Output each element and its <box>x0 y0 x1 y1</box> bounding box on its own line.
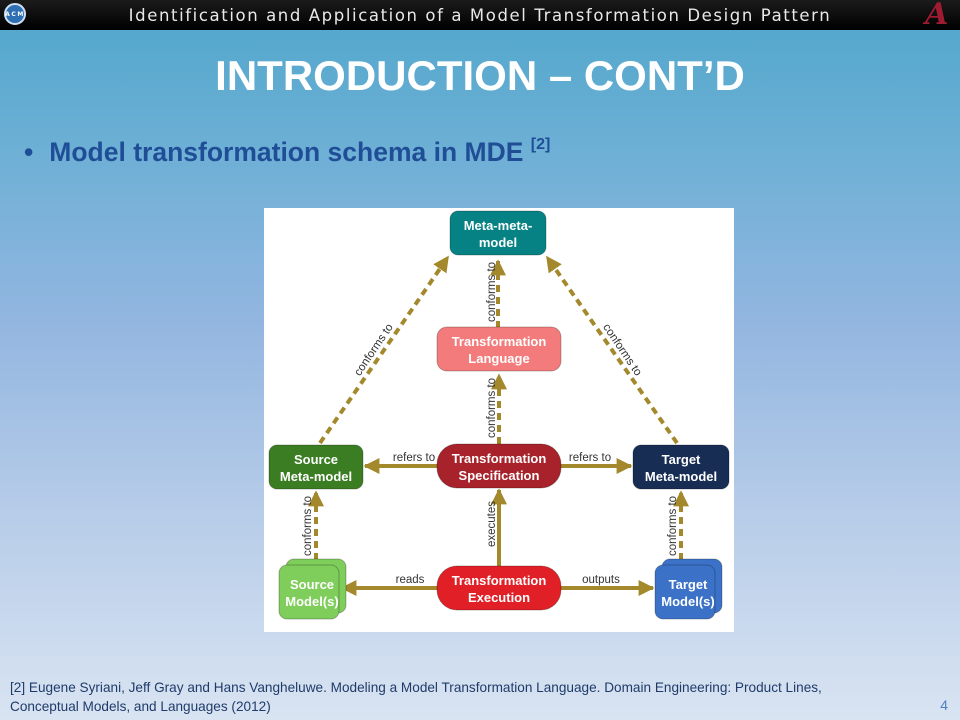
node-label: Meta-meta-model <box>464 218 533 250</box>
page-number: 4 <box>940 697 948 713</box>
acm-logo-icon: ACM <box>4 3 26 25</box>
label-conforms-to-srcmeta: conforms to <box>352 322 396 379</box>
label-conforms-to-tgtmeta: conforms to <box>600 322 644 379</box>
bullet-text: Model transformation schema in MDE <box>49 137 531 167</box>
header-bar: ACM Identification and Application of a … <box>0 0 960 32</box>
bullet-citation: [2] <box>530 136 551 153</box>
presentation-title: Identification and Application of a Mode… <box>128 5 832 25</box>
label-reads: reads <box>396 574 425 586</box>
label-conforms-to-spec: conforms to <box>486 378 498 438</box>
node-meta-meta-model: Meta-meta-model <box>449 210 547 256</box>
reference-footer: [2] Eugene Syriani, Jeff Gray and Hans V… <box>10 678 890 716</box>
label-outputs: outputs <box>582 574 620 586</box>
alabama-logo-icon: A <box>925 0 950 32</box>
reference-line-1: [2] Eugene Syriani, Jeff Gray and Hans V… <box>10 680 822 695</box>
bullet-icon: • <box>24 137 34 167</box>
slide-title: INTRODUCTION – CONT’D <box>215 52 745 99</box>
label-executes: executes <box>486 501 498 547</box>
reference-line-2: Conceptual Models, and Languages (2012) <box>10 699 271 714</box>
edge-tgtmeta-to-metameta <box>545 255 679 445</box>
label-conforms-to-tgtmodels: conforms to <box>667 496 679 556</box>
bullet-item: • Model transformation schema in MDE [2] <box>24 136 550 168</box>
label-refers-to-tgt: refers to <box>569 452 611 464</box>
label-conforms-to-srcmodels: conforms to <box>302 496 314 556</box>
edge-srcmeta-to-metameta <box>318 255 450 445</box>
label-refers-to-src: refers to <box>393 452 435 464</box>
label-conforms-to-lang: conforms to <box>486 262 498 322</box>
